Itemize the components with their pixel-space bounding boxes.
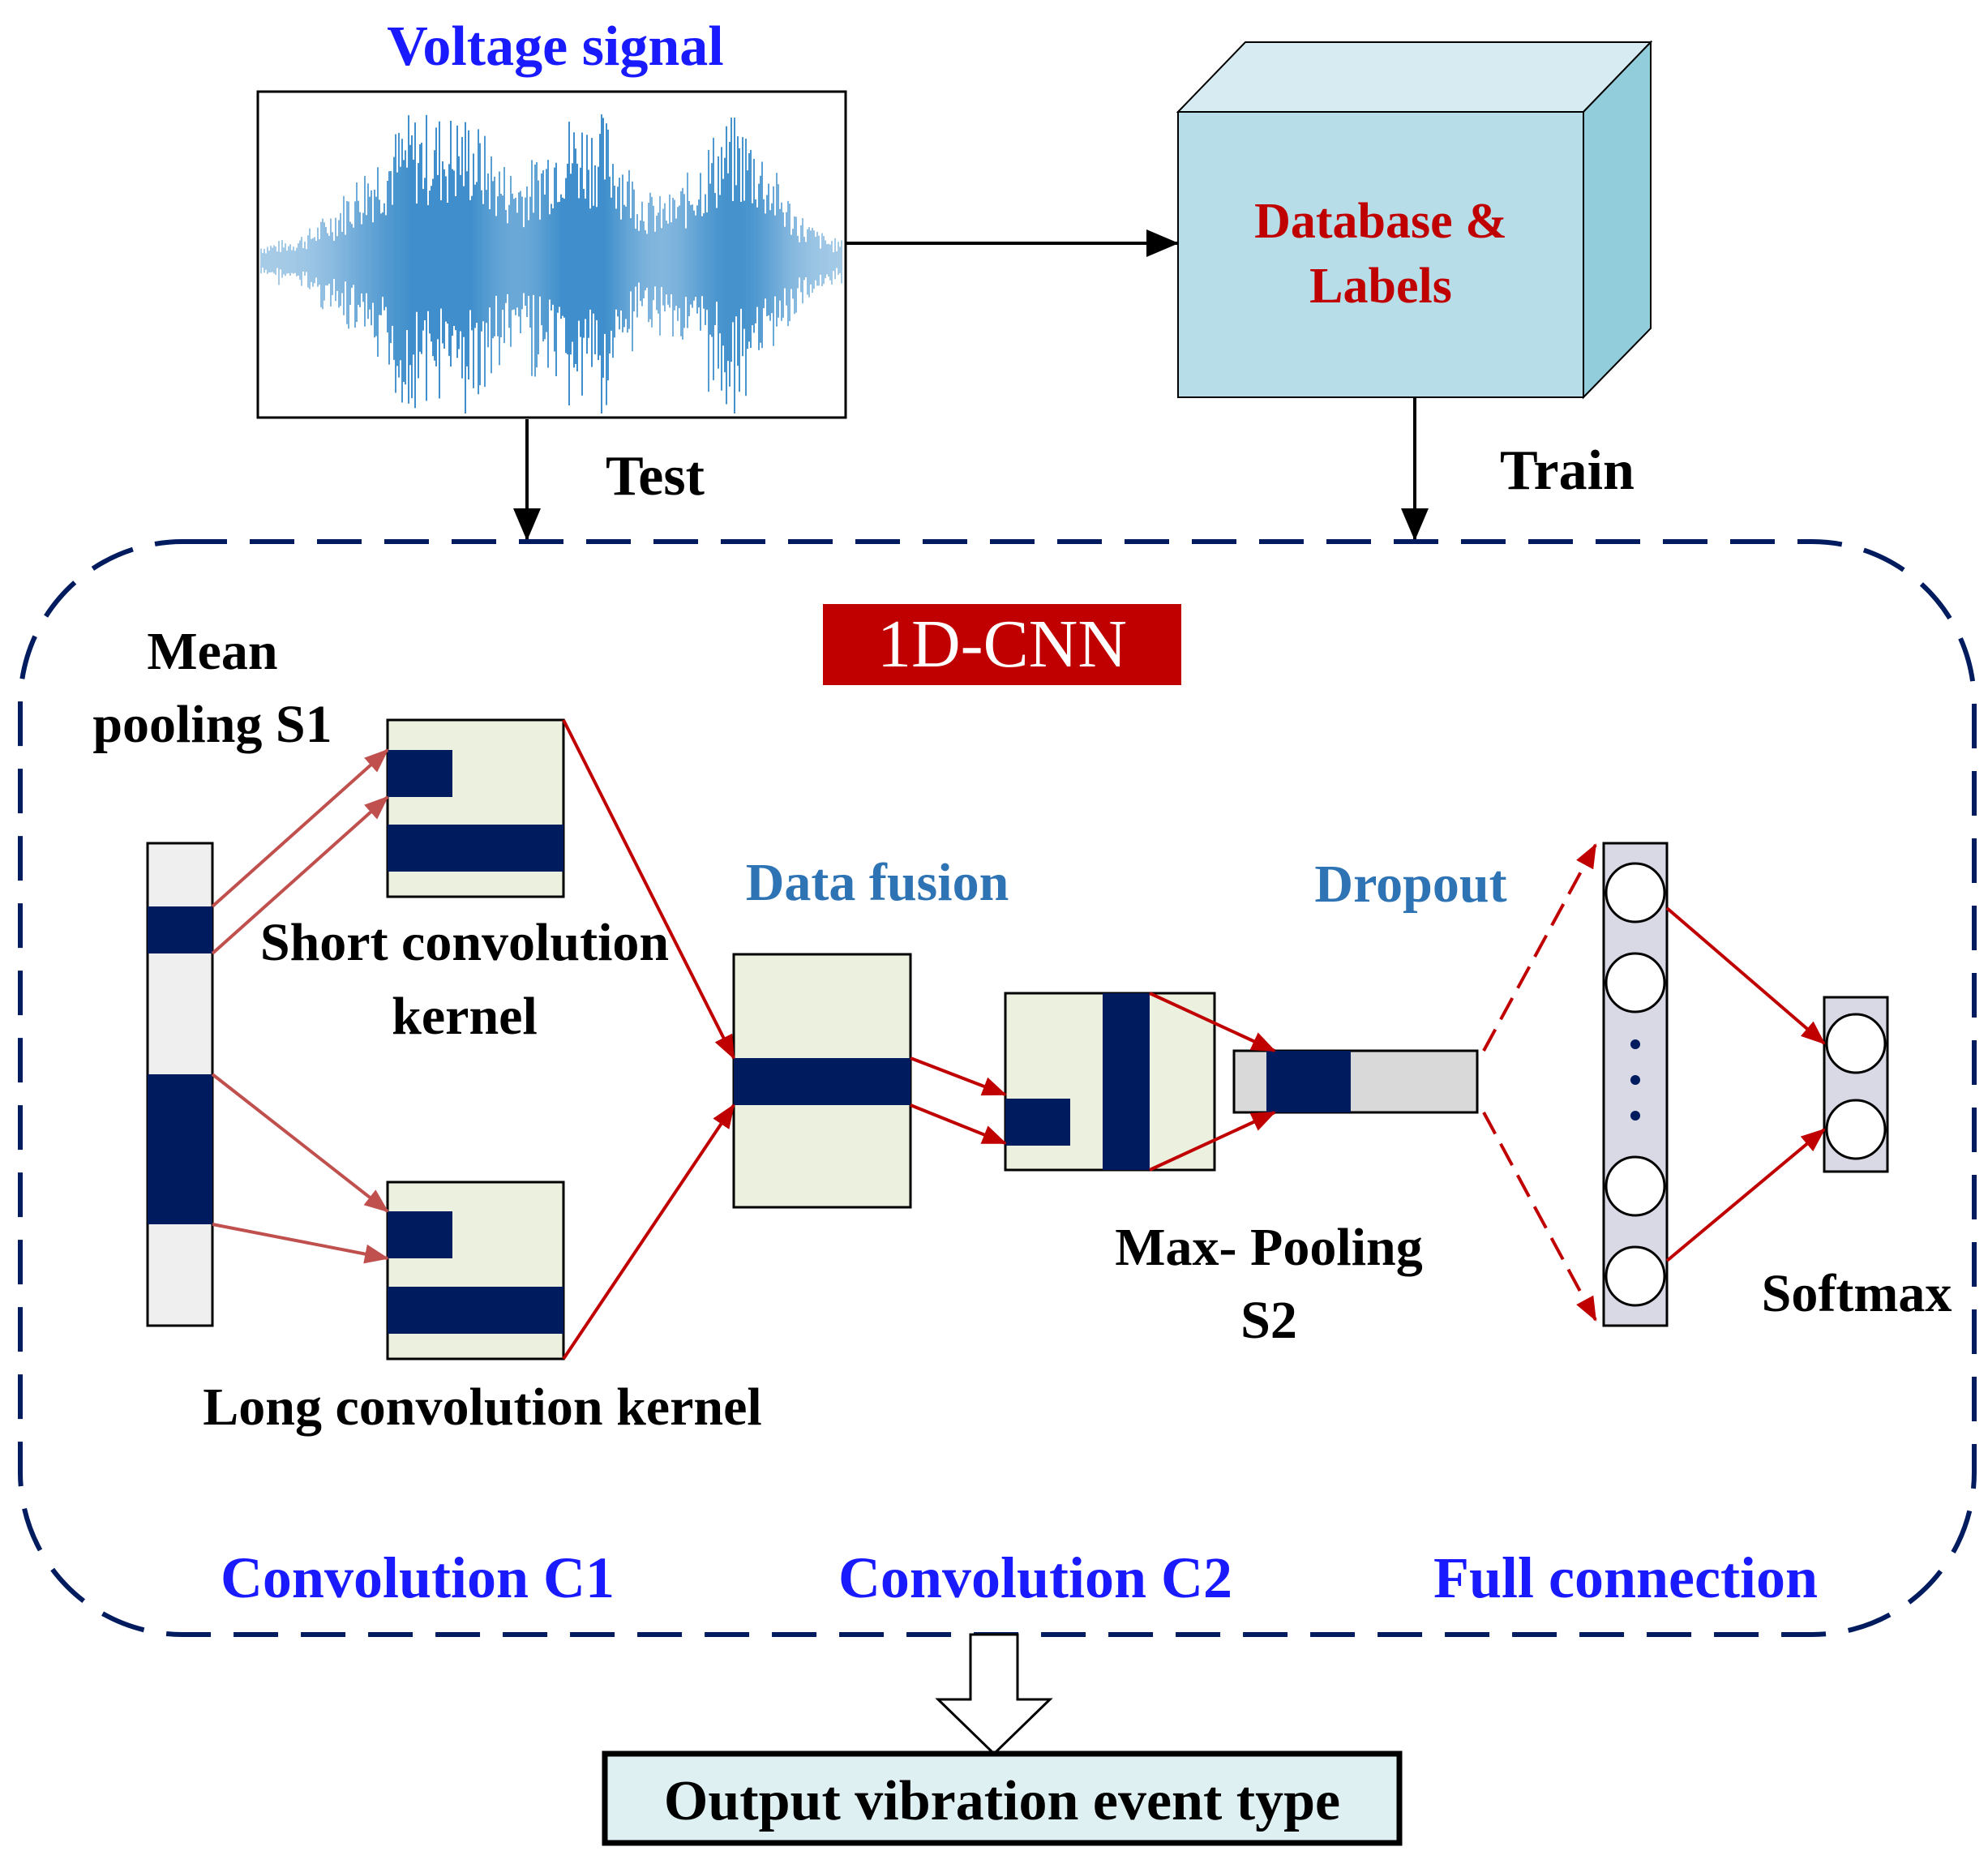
dropout-to-fc-arrow-bottom — [1482, 1112, 1597, 1322]
max-pooling-box — [1004, 992, 1216, 1172]
softmax-layer — [1823, 996, 1889, 1173]
input-vector — [146, 842, 214, 1327]
mean-pooling-label-line1: Mean — [147, 622, 277, 681]
fc-layer — [1602, 842, 1669, 1327]
long-to-fusion-arrow — [562, 1103, 735, 1361]
fusion-to-pool-arrow-2 — [910, 1103, 1007, 1145]
max-pooling-label-line1: Max- Pooling — [1115, 1218, 1422, 1277]
full-connection-label: Full connection — [1433, 1545, 1818, 1610]
pool-to-dropout-arrow-2 — [1149, 1111, 1276, 1172]
fc-to-softmax-arrow-2 — [1665, 1128, 1826, 1262]
input-to-short-arrow-2 — [211, 795, 389, 955]
cnn-badge — [823, 604, 1181, 685]
test-label: Test — [606, 445, 705, 508]
input-to-long-arrow-1 — [211, 1073, 389, 1213]
short-kernel-box — [386, 718, 565, 898]
softmax-label: Softmax — [1762, 1264, 1952, 1323]
fusion-to-pool-arrow-1 — [910, 1056, 1007, 1096]
cnn-badge-label: 1D-CNN — [877, 606, 1127, 682]
fc-to-softmax-arrow-1 — [1665, 906, 1826, 1045]
convolution-c2-label: Convolution C2 — [838, 1545, 1232, 1610]
convolution-c1-label: Convolution C1 — [221, 1545, 615, 1610]
dropout-vector — [1232, 1049, 1479, 1114]
voltage-waveform — [260, 114, 842, 414]
dropout-label: Dropout — [1314, 855, 1506, 914]
database-label-line2: Labels — [1309, 259, 1452, 314]
voltage-signal-title: Voltage signal — [387, 15, 724, 78]
pool-to-dropout-arrow-1 — [1149, 992, 1276, 1052]
output-box — [602, 1750, 1403, 1846]
input-to-short-arrow-1 — [211, 748, 389, 908]
database-cube — [1176, 40, 1653, 400]
mean-pooling-label-line2: pooling S1 — [92, 695, 332, 754]
dropout-to-fc-arrow-top — [1482, 843, 1597, 1052]
short-kernel-label-line2: kernel — [392, 987, 538, 1046]
short-kernel-label-line1: Short convolution — [260, 913, 669, 972]
data-fusion-box — [732, 953, 912, 1209]
short-to-fusion-arrow — [562, 719, 735, 1060]
output-down-arrow — [935, 1633, 1053, 1756]
output-label: Output vibration event type — [664, 1770, 1340, 1832]
long-kernel-box — [386, 1181, 565, 1361]
input-to-long-arrow-2 — [212, 1223, 389, 1264]
train-label: Train — [1500, 439, 1635, 502]
long-kernel-label: Long convolution kernel — [203, 1378, 761, 1437]
max-pooling-label-line2: S2 — [1240, 1291, 1297, 1350]
database-label-line1: Database & — [1254, 194, 1507, 249]
data-fusion-label: Data fusion — [746, 853, 1009, 912]
